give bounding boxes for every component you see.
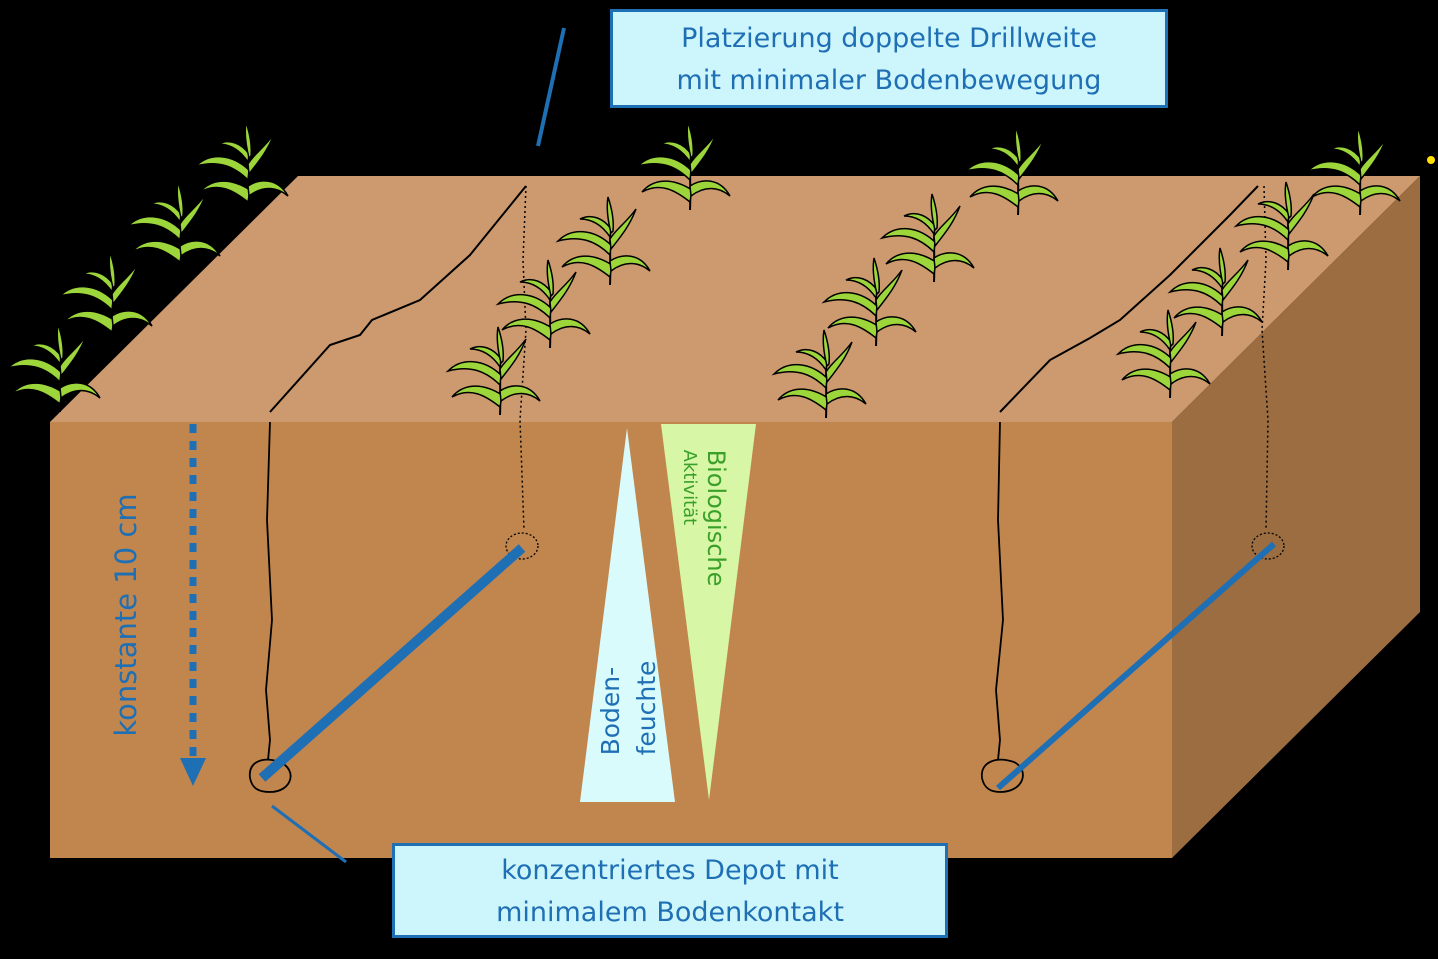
soil-moisture-wedge <box>580 428 675 802</box>
drill-slot-left <box>269 185 527 413</box>
marker-dot <box>1427 156 1435 164</box>
moisture-label-line-2: feuchte <box>632 660 661 756</box>
callout-depot: konzentriertes Depot mit minimalem Boden… <box>392 843 948 938</box>
drill-slot-right <box>999 185 1259 413</box>
callout-placement-line-1: Platzierung doppelte Drillweite <box>681 23 1097 54</box>
depot-pocket-left <box>249 758 292 793</box>
callout-bottom-leader <box>271 804 347 864</box>
biology-label-line-1: Biologische <box>702 449 730 587</box>
callout-placement-line-2: mit minimaler Bodenbewegung <box>676 65 1102 96</box>
slot-cut-left <box>265 421 273 761</box>
slot-cut-right <box>995 421 1004 761</box>
callout-top-leader <box>536 27 566 147</box>
moisture-label: Boden- feuchte <box>593 661 665 756</box>
biology-label-line-2: Aktivität <box>679 449 700 526</box>
moisture-label-line-1: Boden- <box>596 666 625 756</box>
biological-activity-wedge <box>661 424 756 800</box>
fertilizer-band-right <box>996 541 1276 791</box>
callout-depot-line-1: konzentriertes Depot mit <box>501 855 839 886</box>
depth-arrowhead <box>180 758 206 786</box>
depth-label: konstante 10 cm <box>109 493 143 737</box>
soil-side-face <box>1172 176 1420 858</box>
biology-label: Biologische Aktivität <box>677 450 731 587</box>
seed-pocket-left <box>505 532 539 560</box>
drill-furrow-trace-right <box>1261 185 1269 531</box>
depot-pocket-right <box>981 758 1024 793</box>
callout-placement: Platzierung doppelte Drillweite mit mini… <box>610 9 1168 108</box>
callout-depot-line-2: minimalem Bodenkontakt <box>496 897 844 928</box>
soil-surface <box>50 176 1420 422</box>
seed-pocket-right <box>1251 532 1285 560</box>
drill-furrow-trace-left <box>519 185 527 531</box>
fertilizer-band-left <box>258 544 526 782</box>
